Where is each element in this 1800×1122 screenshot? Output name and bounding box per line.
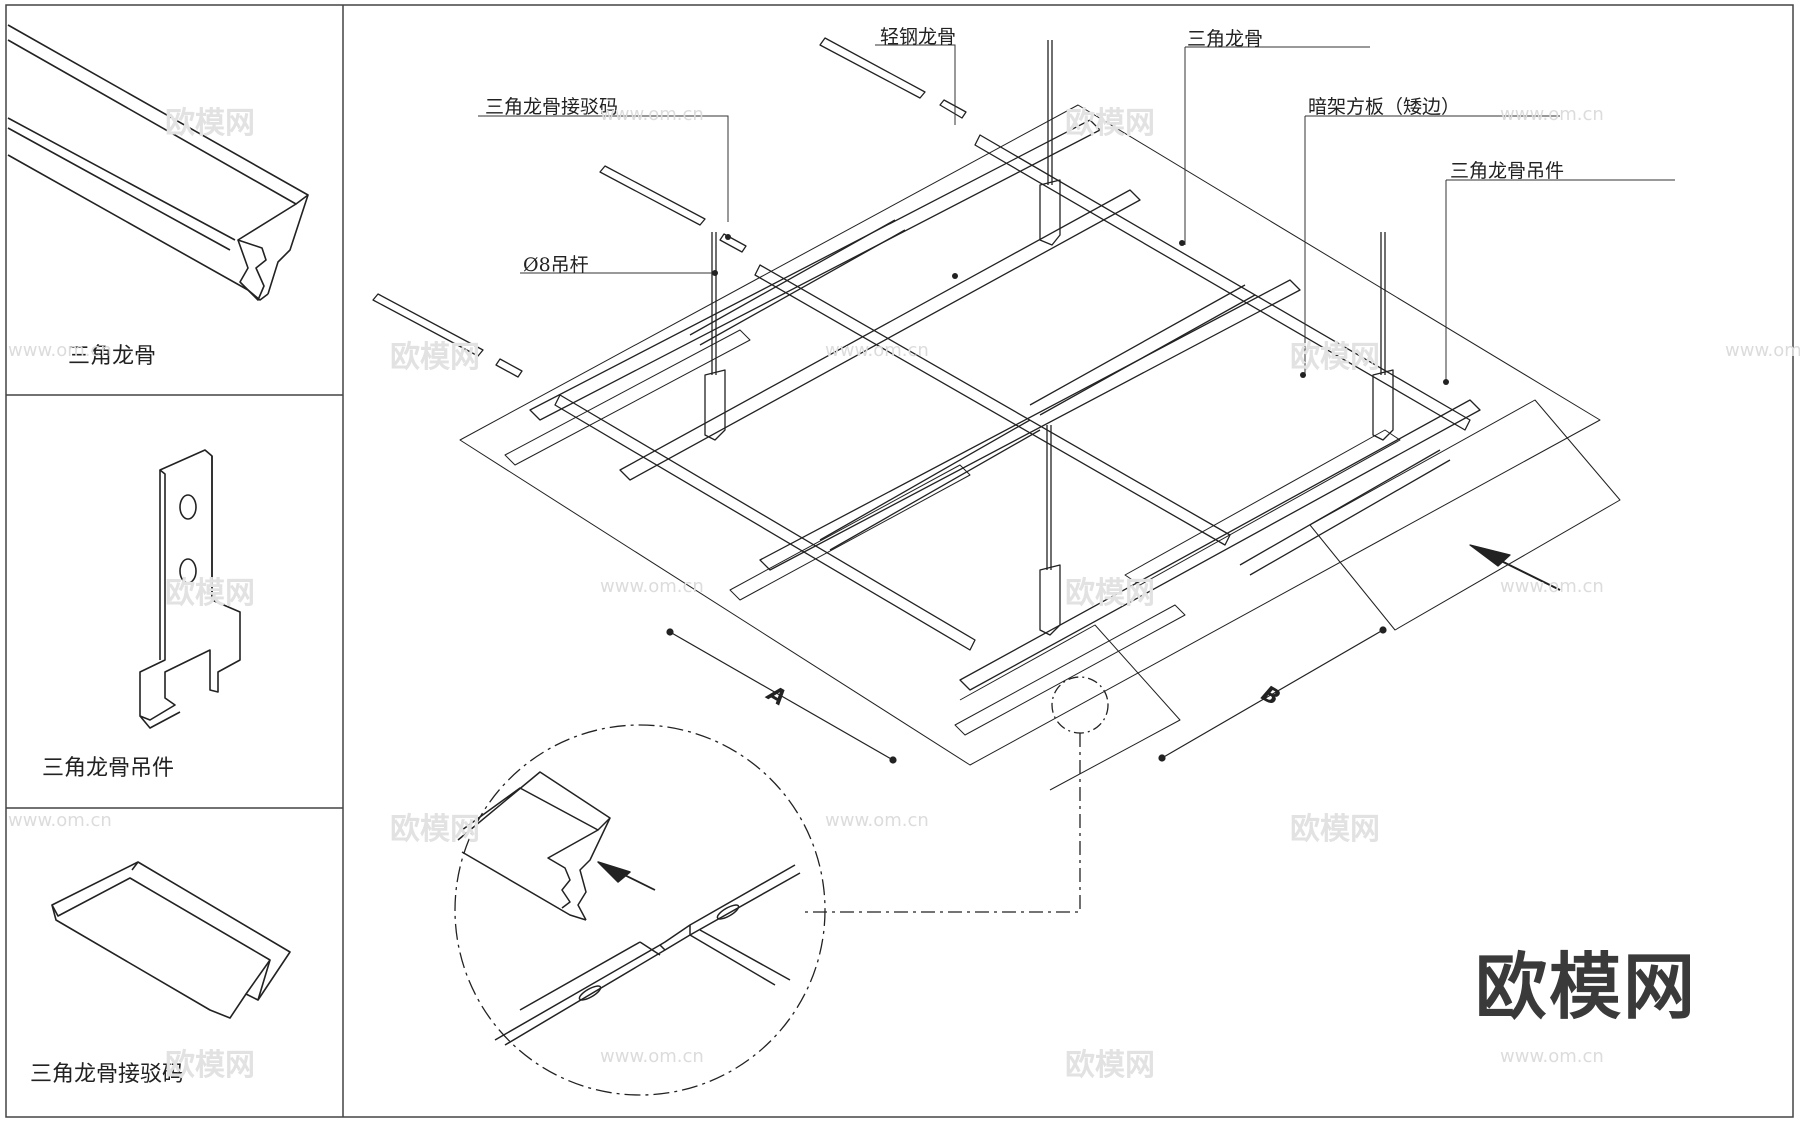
leader-lines [478, 44, 1675, 380]
panel-label-triangle-keel: 三角龙骨 [68, 344, 157, 369]
detail-magnified-joint [457, 771, 801, 1046]
isometric-ceiling-assembly [372, 37, 1621, 791]
frame [5, 4, 1794, 1118]
callout-concealed-panel: 暗架方板（矮边） [1308, 96, 1461, 118]
callout-hanger: 三角龙骨吊件 [1450, 160, 1565, 182]
triangle-hanger-part [139, 449, 241, 729]
panel-label-triangle-hanger: 三角龙骨吊件 [42, 756, 175, 781]
leader-dots [712, 234, 1449, 385]
callout-triangle-keel: 三角龙骨 [1187, 28, 1264, 50]
callout-light-steel-keel: 轻钢龙骨 [880, 26, 957, 48]
brand-logo-text: 欧模网 [1475, 945, 1698, 1029]
dimension-lines [666, 626, 1387, 764]
callout-connector: 三角龙骨接驳码 [485, 96, 619, 118]
triangle-keel-profile [7, 24, 309, 301]
panel-label-triangle-connector: 三角龙骨接驳码 [30, 1062, 185, 1087]
callout-rod: Ø8吊杆 [523, 254, 589, 276]
triangle-connector-part [51, 861, 291, 1019]
detail-callout [454, 676, 1109, 1096]
